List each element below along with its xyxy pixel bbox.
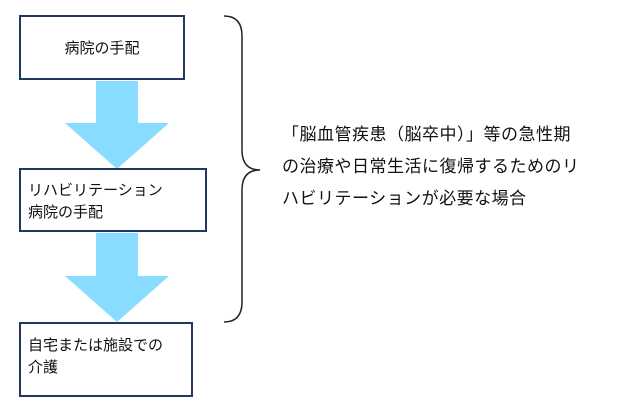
step-home-or-facility-care: 自宅または施設での 介護 (19, 322, 193, 397)
note-line-3: ハビリテーションが必要な場合 (282, 189, 527, 209)
step-label: 病院の手配 (64, 38, 140, 57)
step-label-line-2: 病院の手配 (28, 203, 104, 221)
condition-note: 「脳血管疾患（脳卒中）」等の急性期 の治療や日常生活に復帰するためのリ ハビリテ… (282, 119, 634, 215)
note-line-1: 「脳血管疾患（脳卒中）」等の急性期 (282, 125, 571, 145)
down-arrow-2 (65, 233, 169, 322)
step-label-line-1: 自宅または施設での (28, 336, 164, 354)
step-label-line-1: リハビリテーション (28, 181, 163, 199)
step-label-line-2: 介護 (28, 358, 59, 376)
step-hospital-arrangement: 病院の手配 (19, 15, 185, 80)
curly-brace (223, 15, 261, 323)
down-arrow-1 (65, 81, 169, 169)
step-rehab-hospital-arrangement: リハビリテーション 病院の手配 (19, 168, 207, 232)
note-line-2: の治療や日常生活に復帰するためのリ (282, 157, 580, 177)
